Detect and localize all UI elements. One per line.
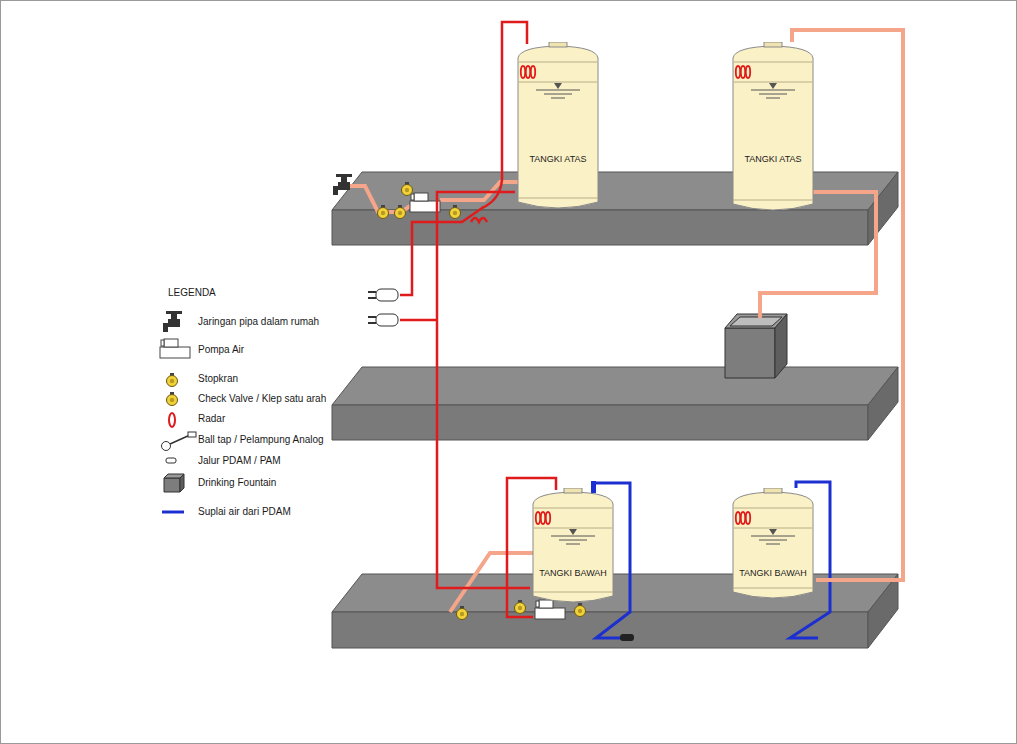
legend-symbols <box>160 311 196 512</box>
legend-text: Jaringan pipa dalam rumah <box>198 316 319 327</box>
legend-text: Stopkran <box>198 373 238 384</box>
water-tank: TANGKI BAWAH <box>730 488 816 602</box>
tank-label: TANGKI ATAS <box>515 154 601 164</box>
water-tank: TANGKI ATAS <box>515 42 601 212</box>
tank-label: TANGKI BAWAH <box>530 568 616 578</box>
tank-label: TANGKI ATAS <box>730 154 816 164</box>
pdam-line-symbol <box>620 634 634 641</box>
legend-text: Drinking Fountain <box>198 477 276 488</box>
pdam-supply-pipe <box>594 482 830 638</box>
legend-text: Pompa Air <box>198 344 244 355</box>
pipe-connector <box>437 192 530 588</box>
drinking-fountain <box>725 314 787 378</box>
legend-text: Jalur PDAM / PAM <box>198 455 281 466</box>
legend-text: Suplai air dari PDAM <box>198 506 291 517</box>
inlet-marker <box>591 481 596 493</box>
floor-slab <box>332 172 898 648</box>
plug <box>368 289 398 326</box>
legend-text: Check Valve / Klep satu arah <box>198 393 326 404</box>
legend-text: Radar <box>198 413 225 424</box>
tank-label: TANGKI BAWAH <box>730 568 816 578</box>
tank-outline <box>730 42 816 214</box>
legend-text: Ball tap / Pelampung Analog <box>198 434 324 445</box>
tank-outline <box>515 42 601 212</box>
tank-outline <box>730 488 816 602</box>
water-tank: TANGKI BAWAH <box>530 488 616 606</box>
legend-title: LEGENDA <box>168 287 216 298</box>
house-pipe <box>350 182 876 612</box>
faucet <box>333 174 352 195</box>
tank-outline <box>530 488 616 606</box>
water-tank: TANGKI ATAS <box>730 42 816 214</box>
